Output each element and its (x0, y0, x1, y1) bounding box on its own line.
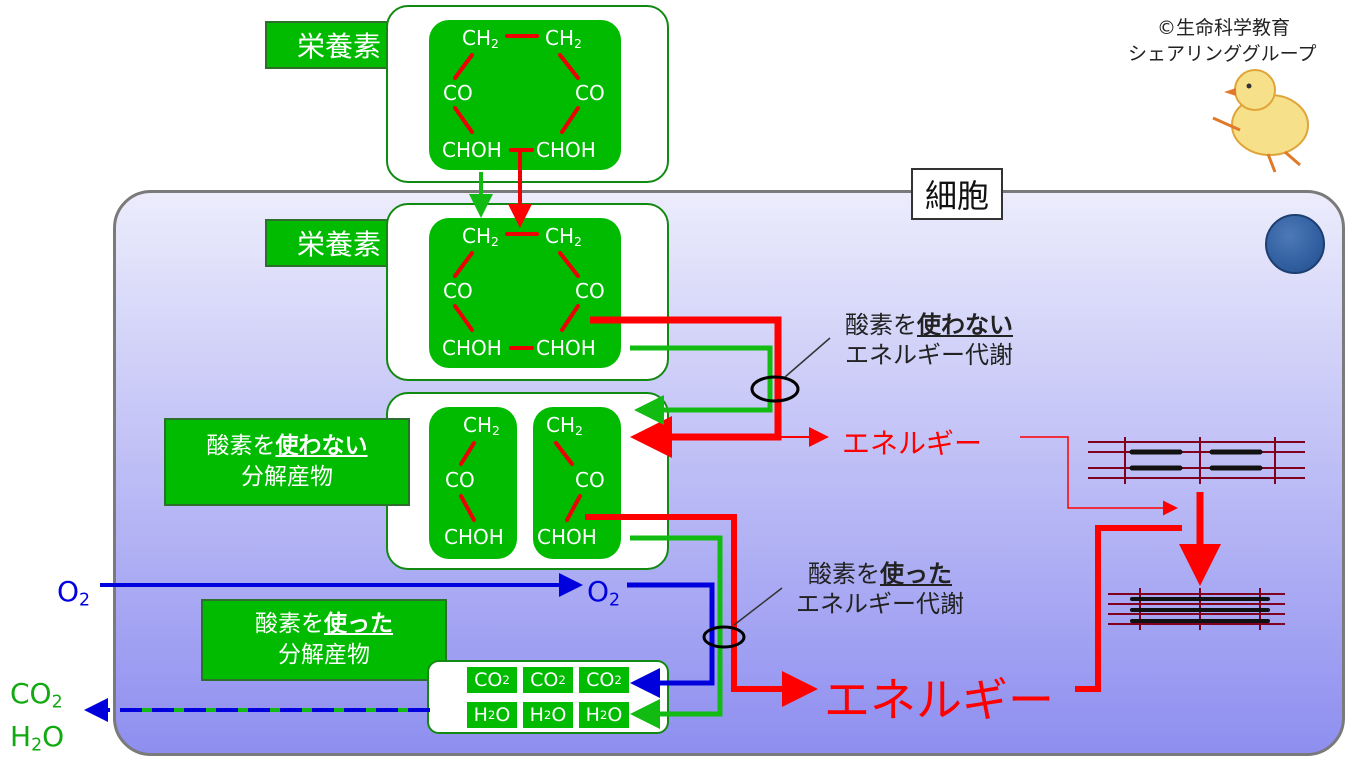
atom-choh: CHOH (536, 336, 596, 360)
atom-choh: CHOH (442, 336, 502, 360)
glucose-molecule-inside (429, 218, 621, 368)
atom-ch2: CH2 (463, 413, 500, 439)
atom-co: CO (443, 279, 473, 303)
anaerobic-metabolism-label: 酸素を使わない エネルギー代謝 (845, 311, 1013, 369)
oxygen-input-label: O2 (57, 575, 91, 611)
copyright-line1: ©生命科学教育 (1157, 17, 1291, 39)
atom-ch2: CH2 (545, 224, 582, 250)
pyruvate-molecule-left (429, 407, 517, 559)
atom-ch2: CH2 (546, 413, 583, 439)
h2o-output-label: H2O (10, 720, 65, 756)
nucleus-icon (1265, 214, 1325, 274)
atom-ch2: CH2 (462, 26, 499, 52)
atom-co: CO (575, 468, 605, 492)
atom-choh: CHOH (444, 525, 504, 549)
atom-choh: CHOH (537, 525, 597, 549)
pyruvate-molecule-right (533, 407, 621, 559)
cell-label: 細胞 (924, 177, 989, 215)
glucose-molecule-outside (429, 20, 621, 170)
atom-ch2: CH2 (462, 224, 499, 250)
aerobic-product-label: 酸素を使った 分解産物 (201, 599, 447, 681)
co2-output-label: CO2 (10, 677, 63, 713)
aerobic-metabolism-label: 酸素を使った エネルギー代謝 (796, 560, 964, 618)
oxygen-arrival-label: O2 (587, 575, 621, 611)
atom-choh: CHOH (536, 138, 596, 162)
atom-co: CO (445, 468, 475, 492)
cell-label-box: 細胞 (911, 168, 1003, 220)
copyright-line2: シェアリンググループ (1128, 43, 1317, 65)
energy-anaerobic-label: エネルギー (842, 427, 983, 460)
energy-aerobic-label: エネルギー (824, 673, 1054, 727)
atom-choh: CHOH (442, 138, 502, 162)
anaerobic-product-label: 酸素を使わない 分解産物 (164, 418, 410, 506)
atom-co: CO (575, 81, 605, 105)
atom-ch2: CH2 (545, 26, 582, 52)
atom-co: CO (575, 279, 605, 303)
atom-co: CO (443, 81, 473, 105)
sarcomere-relaxed-icon (1088, 437, 1305, 484)
